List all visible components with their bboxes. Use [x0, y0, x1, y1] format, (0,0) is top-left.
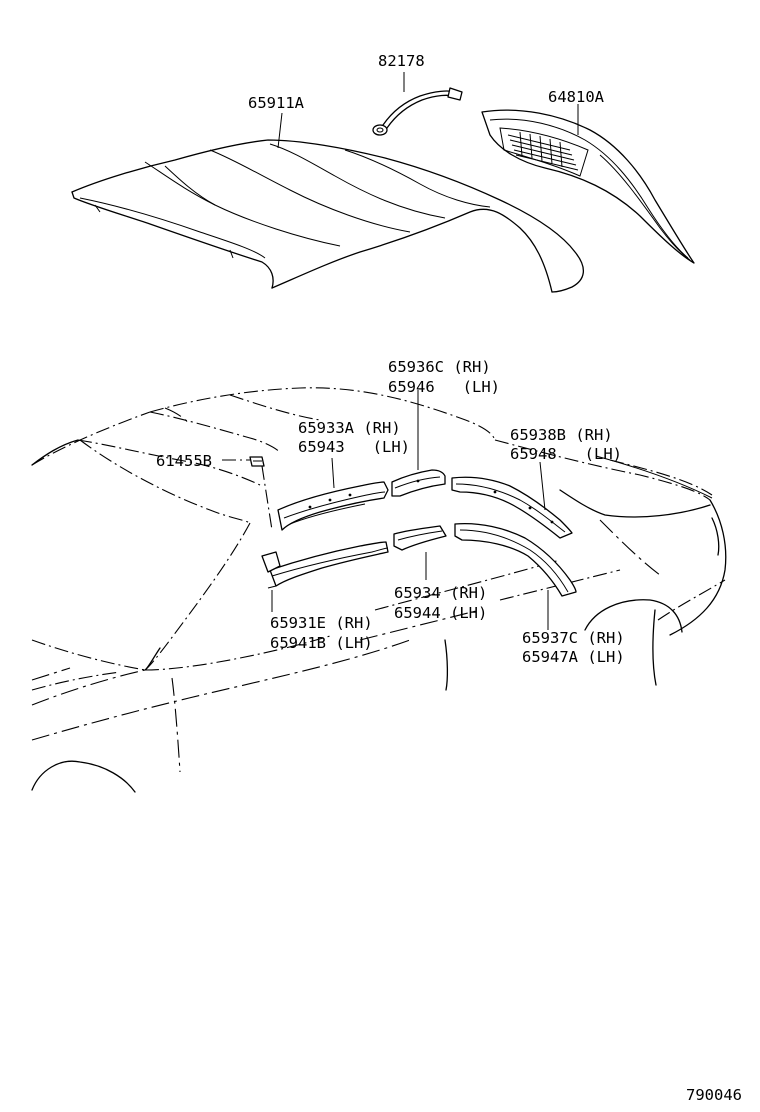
weatherstrip-65937C-rear-lower [454, 522, 577, 597]
antenna-82178 [372, 87, 463, 136]
label-65938B: 65938B (RH) [510, 426, 613, 444]
weatherstrip-65936C-center-upper [391, 469, 446, 497]
label-65911A: 65911A [248, 94, 305, 112]
label-65944: 65944 (LH) [394, 604, 487, 622]
leader-lines [222, 72, 713, 630]
label-65936C: 65936C (RH) [388, 358, 491, 376]
label-65931E: 65931E (RH) [270, 614, 373, 632]
rear-window-64810A [481, 109, 695, 264]
part-labels: 82178 65911A 64810A 65936C (RH) 65946 (L… [156, 52, 742, 1104]
figure-id: 790046 [686, 1086, 742, 1104]
clip-61455B [249, 456, 265, 467]
label-65946: 65946 (LH) [388, 378, 500, 396]
label-65941B: 65941B (LH) [270, 634, 373, 652]
label-61455B: 61455B [156, 452, 212, 470]
label-65947A: 65947A (LH) [522, 648, 625, 666]
weatherstrip-65931E-front-lower [261, 541, 389, 589]
label-65933A: 65933A (RH) [298, 419, 401, 437]
weatherstrip-65933A-front-upper [277, 481, 389, 531]
soft-top-cover-65911A [71, 139, 584, 293]
car-body-outline [31, 387, 727, 793]
label-65937C: 65937C (RH) [522, 629, 625, 647]
weatherstrip-65938B-rear-upper [451, 476, 573, 539]
label-65934: 65934 (RH) [394, 584, 487, 602]
label-65948: 65948 (LH) [510, 445, 622, 463]
label-64810A: 64810A [548, 88, 605, 106]
label-65943: 65943 (LH) [298, 438, 410, 456]
weatherstrip-65934-center-lower [393, 525, 447, 551]
label-82178: 82178 [378, 52, 425, 70]
